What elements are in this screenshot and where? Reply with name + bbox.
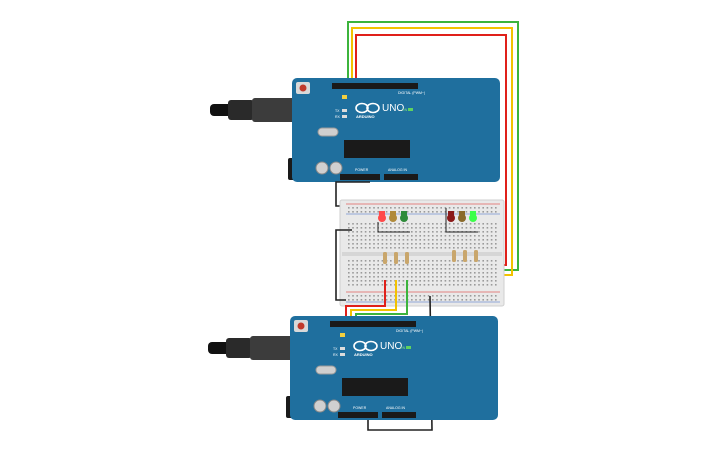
usb-cable-bottom xyxy=(208,342,230,354)
tx-label-bottom: TX xyxy=(333,347,338,351)
led-group-right xyxy=(447,211,477,222)
led-group-left xyxy=(378,211,408,222)
power-label-top: POWER xyxy=(355,168,369,172)
model-label-top: UNO xyxy=(382,103,404,114)
breadboard xyxy=(339,199,505,307)
on-label-top: ON xyxy=(402,108,408,112)
black-wire-left-loop xyxy=(335,229,352,301)
on-label-bottom: ON xyxy=(400,346,406,350)
power-label-bottom: POWER xyxy=(353,406,367,410)
brand-label-bottom: ARDUINO xyxy=(354,352,373,357)
microcontroller-bottom xyxy=(342,378,408,396)
arduino-bottom: DIGITAL (PWM~) UNO ARDUINO TX RX ON POWE… xyxy=(208,316,498,420)
analog-label-bottom: ANALOG IN xyxy=(386,406,406,410)
gnd-jumper-left xyxy=(377,222,410,233)
tx-label-top: TX xyxy=(335,109,340,113)
arduino-top: DIGITAL (PWM~) UNO ARDUINO TX RX ON POWE… xyxy=(210,78,500,182)
digital-header-label-bottom: DIGITAL (PWM~) xyxy=(396,329,423,333)
digital-header-label-top: DIGITAL (PWM~) xyxy=(398,91,425,95)
resistors-right xyxy=(452,250,478,262)
red-wire-bottom xyxy=(345,280,386,322)
gnd-jumper-right xyxy=(445,208,478,233)
resistors-left xyxy=(383,252,409,264)
brand-label-top: ARDUINO xyxy=(356,114,375,119)
analog-label-top: ANALOG IN xyxy=(388,168,408,172)
model-label-bottom: UNO xyxy=(380,341,402,352)
rx-label-top: RX xyxy=(335,115,341,119)
usb-cable-top xyxy=(210,104,232,116)
rx-label-bottom: RX xyxy=(333,353,339,357)
microcontroller-top xyxy=(344,140,410,158)
